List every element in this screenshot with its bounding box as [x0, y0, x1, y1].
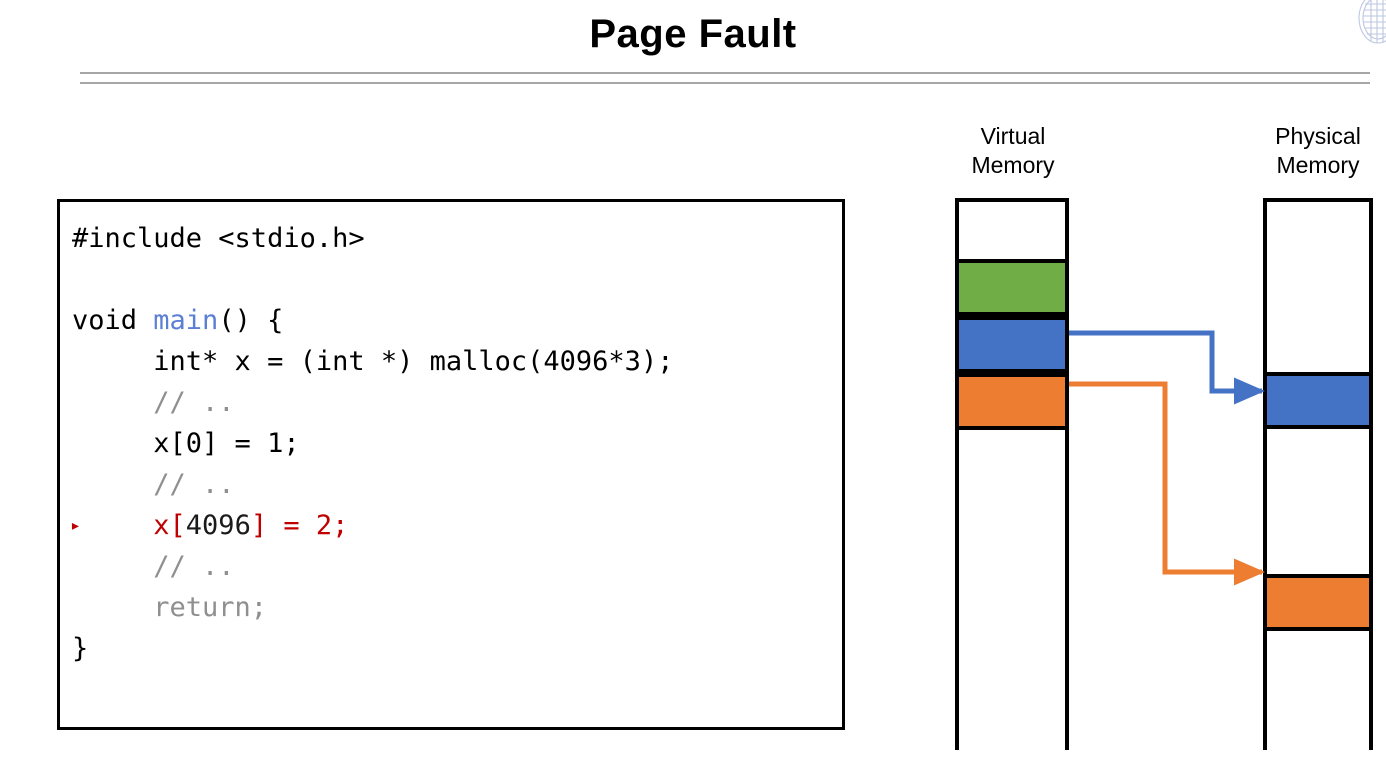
code-token: main: [153, 305, 219, 336]
code-listing: #include <stdio.h> void main() { int* x =…: [60, 218, 860, 669]
vm-block-blue: [959, 316, 1065, 373]
code-token: // ..: [72, 469, 235, 500]
pm-block-empty-3: [1267, 631, 1369, 750]
code-token: // ..: [72, 551, 235, 582]
code-line-text: // ..: [60, 382, 235, 423]
code-line: #include <stdio.h>: [60, 218, 860, 259]
university-seal-watermark: [1338, 0, 1386, 48]
mapping-arrow-blue: [1069, 330, 1266, 405]
vm-block-empty-2: [959, 430, 1065, 750]
code-line: // ..: [60, 464, 860, 505]
code-line: void main() {: [60, 300, 860, 341]
code-token: () {: [218, 305, 284, 336]
code-line-text: int* x = (int *) malloc(4096*3);: [60, 341, 673, 382]
pm-block-empty-1: [1267, 202, 1369, 372]
physical-memory-label: Physical Memory: [1275, 123, 1361, 178]
code-panel: [57, 199, 845, 730]
code-line-text: x[4096] = 2;: [60, 505, 348, 546]
code-line-text: void main() {: [60, 300, 283, 341]
mapping-arrow-orange: [1069, 381, 1266, 586]
pm-block-blue: [1267, 372, 1369, 429]
pm-block-orange: [1267, 574, 1369, 631]
code-token: // ..: [72, 387, 235, 418]
code-line: // ..: [60, 546, 860, 587]
code-line: }: [60, 628, 860, 669]
vm-block-empty-1: [959, 202, 1065, 259]
code-line-text: // ..: [60, 546, 235, 587]
code-line: ▸ x[4096] = 2;: [60, 505, 860, 546]
code-line-text: return;: [60, 587, 267, 628]
code-token: #include <stdio.h>: [72, 223, 365, 254]
physical-memory-column: [1263, 198, 1373, 750]
code-token: }: [72, 633, 89, 664]
code-token: return;: [72, 592, 268, 623]
code-line-text: // ..: [60, 464, 235, 505]
code-line: // ..: [60, 382, 860, 423]
code-line: return;: [60, 587, 860, 628]
virtual-memory-column: [955, 198, 1069, 750]
code-line-text: }: [60, 628, 88, 669]
page-title: Page Fault: [589, 12, 797, 56]
code-line: x[0] = 1;: [60, 423, 860, 464]
code-line: [60, 259, 860, 300]
code-token: void: [72, 305, 154, 336]
code-token: 4096: [185, 510, 251, 541]
code-line: int* x = (int *) malloc(4096*3);: [60, 341, 860, 382]
code-token: ] = 2;: [250, 510, 349, 541]
code-line-text: x[0] = 1;: [60, 423, 300, 464]
code-token: x[: [153, 510, 186, 541]
virtual-memory-label: Virtual Memory: [971, 123, 1055, 178]
code-line-text: #include <stdio.h>: [60, 218, 365, 259]
pm-block-empty-2: [1267, 429, 1369, 574]
vm-block-orange: [959, 373, 1065, 430]
title-divider-top: [80, 72, 1370, 74]
current-line-marker-icon: ▸: [70, 515, 81, 536]
vm-block-green: [959, 259, 1065, 316]
code-token: x[0] = 1;: [72, 428, 300, 459]
code-token: int* x = (int *) malloc(4096*3);: [72, 346, 674, 377]
title-divider-bottom: [80, 82, 1370, 84]
